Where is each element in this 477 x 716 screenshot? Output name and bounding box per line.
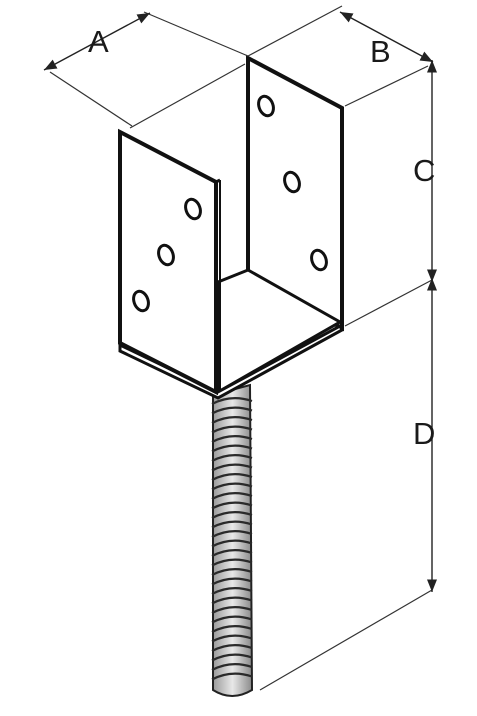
thread-ridge — [211, 530, 253, 538]
extension-lines — [49, 5, 433, 691]
dimension-b-label: B — [370, 34, 391, 69]
thread-ridge — [211, 425, 253, 434]
thread-ridge — [211, 454, 253, 462]
back-plate-hole — [283, 170, 301, 194]
thread-ridge — [211, 435, 253, 443]
threaded-rod — [211, 383, 254, 697]
dimension-a-arrow — [43, 12, 151, 71]
thread-ridge — [211, 644, 253, 652]
thread-ridge — [211, 663, 253, 671]
thread-ridge — [211, 653, 253, 662]
thread-ridge — [211, 406, 253, 415]
thread-ridge — [211, 672, 253, 681]
thread-ridge — [211, 501, 253, 510]
dimension-a-label: A — [88, 24, 109, 59]
thread-ridge — [211, 625, 253, 633]
thread-ridge — [211, 615, 253, 624]
thread-ridge — [211, 587, 253, 595]
dimension-d-label: D — [413, 416, 435, 451]
thread-ridge — [211, 596, 253, 605]
thread-ridge — [211, 482, 253, 491]
front-plate-hole — [184, 197, 202, 221]
thread-ridge — [211, 511, 253, 519]
back-plate-hole — [257, 94, 275, 118]
thread-ridge — [211, 577, 253, 586]
thread-ridge — [211, 473, 253, 481]
thread-ridge — [211, 416, 253, 424]
front-plate-hole — [132, 289, 150, 313]
thread-ridge — [211, 520, 253, 529]
thread-ridge — [211, 492, 253, 500]
thread-ridge — [211, 549, 253, 557]
dimension-c-label: C — [413, 153, 435, 188]
dimension-arrows — [43, 11, 438, 592]
rod-threads — [211, 397, 253, 681]
front-plate-hole — [157, 243, 175, 267]
thread-ridge — [211, 444, 253, 453]
dimension-b-arrow — [339, 11, 434, 63]
thread-ridge — [211, 463, 253, 472]
u-bracket — [118, 54, 344, 400]
thread-ridge — [211, 397, 253, 405]
back-plate-hole — [310, 248, 328, 272]
thread-ridge — [211, 539, 253, 548]
thread-ridge — [211, 634, 253, 643]
thread-ridge — [211, 568, 253, 576]
thread-ridge — [211, 606, 253, 614]
thread-ridge — [211, 558, 253, 567]
